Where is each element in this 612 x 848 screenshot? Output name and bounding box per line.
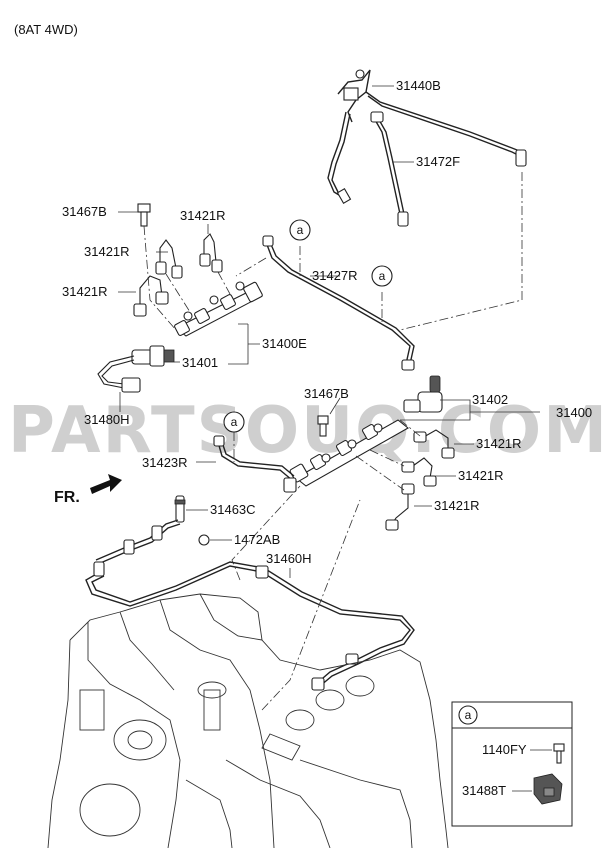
label-1472AB: 1472AB — [234, 532, 280, 547]
pipe-31423R — [213, 435, 297, 493]
label-31423R: 31423R — [142, 455, 188, 470]
bolt-31467B-top — [137, 203, 151, 227]
label-31421R-left-1: 31421R — [84, 244, 130, 259]
front-direction-label: FR. — [54, 489, 80, 506]
pipe-31427R — [262, 235, 415, 371]
diagram-header: (8AT 4WD) — [14, 22, 78, 37]
label-31401: 31401 — [182, 355, 218, 370]
pipe-31421R-c — [133, 275, 169, 317]
callout-a-2: a — [371, 265, 393, 287]
pipe-31421R-e — [401, 457, 437, 487]
svg-text:a: a — [379, 269, 386, 283]
pipe-31421R-b — [199, 233, 223, 273]
inset-detail-a: a 1140FY 31488T — [451, 701, 573, 827]
pipe-31460H — [85, 519, 415, 691]
hose-31472F — [370, 111, 409, 227]
label-31400: 31400 — [556, 405, 592, 420]
label-31467B-top: 31467B — [62, 204, 107, 219]
label-1140FY: 1140FY — [482, 742, 527, 757]
harness-31480H — [97, 355, 141, 393]
svg-text:a: a — [297, 223, 304, 237]
leader-lines — [118, 85, 540, 578]
label-31463C: 31463C — [210, 502, 256, 517]
fuel-rail-left-31400E — [174, 281, 264, 337]
regulator-31402 — [403, 375, 443, 413]
watermark: PARTSOUQ.COM — [8, 394, 609, 468]
label-31440B: 31440B — [396, 78, 441, 93]
label-31480H: 31480H — [84, 412, 130, 427]
label-31467B-mid: 31467B — [304, 386, 349, 401]
label-31421R-right-2: 31421R — [458, 468, 504, 483]
pipe-31421R-f — [385, 483, 415, 531]
engine-block — [47, 593, 449, 848]
pipe-31421R-a — [155, 239, 183, 279]
label-31421R-right-3: 31421R — [434, 498, 480, 513]
label-31421R-right-1: 31421R — [476, 436, 522, 451]
seal-1472AB — [198, 534, 210, 546]
label-31472F: 31472F — [416, 154, 460, 169]
inset-symbol: a — [465, 708, 472, 722]
pressure-sensor-31401 — [131, 345, 175, 367]
callout-a-1: a — [289, 219, 311, 241]
bolt-31467B-mid — [317, 415, 329, 437]
label-31421R-top: 31421R — [180, 208, 226, 223]
label-31427R: 31427R — [312, 268, 358, 283]
label-31400E: 31400E — [262, 336, 307, 351]
callout-a-3: a — [223, 411, 245, 433]
fuel-rail-right-31400 — [289, 419, 409, 487]
label-31488T: 31488T — [462, 783, 506, 798]
label-31402: 31402 — [472, 392, 508, 407]
front-direction-indicator: FR. — [54, 474, 122, 506]
pipe-31421R-d — [413, 429, 455, 459]
label-31460H: 31460H — [266, 551, 312, 566]
injector-31463C — [174, 495, 186, 523]
svg-text:a: a — [231, 415, 238, 429]
return-pipe-31440B — [327, 69, 527, 204]
label-31421R-left-2: 31421R — [62, 284, 108, 299]
